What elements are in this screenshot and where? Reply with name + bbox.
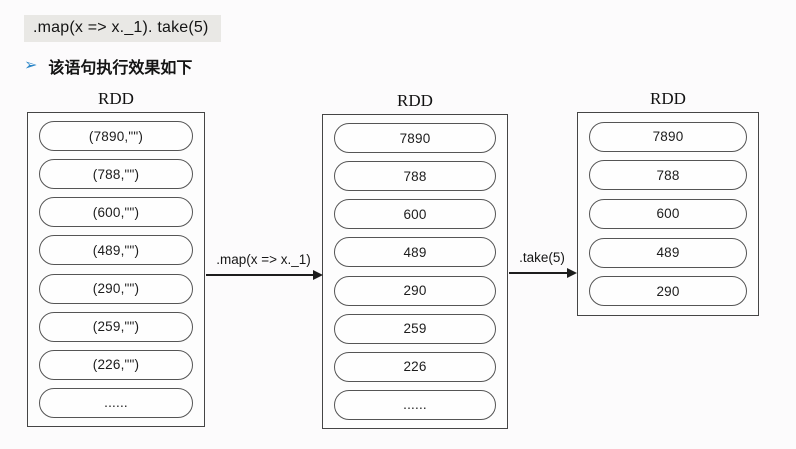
arrow-shaft	[206, 269, 323, 280]
rdd-item: 788	[334, 161, 496, 192]
bullet-text: 该语句执行效果如下	[48, 60, 193, 77]
rdd-item: (259,"")	[39, 311, 193, 342]
rdd-title: RDD	[397, 91, 433, 110]
rdd-box: (7890,"") (788,"") (600,"") (489,"") (290,""…	[27, 112, 205, 427]
rdd-box: 7890 788 600 489 290	[577, 112, 759, 316]
map-arrow: .map(x => x._1)	[206, 251, 323, 280]
rdd-group-mapped: RDD 7890 788 600 489 290 259 226......	[322, 91, 508, 429]
rdd-item: 489	[334, 237, 496, 268]
rdd-item: 788	[589, 160, 747, 191]
rdd-item: 7890	[334, 123, 496, 154]
rdd-item: 290	[334, 275, 496, 306]
rdd-item: 489	[589, 237, 747, 268]
rdd-item: (489,"")	[39, 235, 193, 266]
rdd-item: 290	[589, 276, 747, 307]
rdd-item: 259	[334, 313, 496, 344]
rdd-box: 7890 788 600 489 290 259 226......	[322, 114, 508, 429]
rdd-item: ......	[334, 389, 496, 420]
arrowhead-right-icon	[567, 267, 577, 278]
rdd-group-source: RDD (7890,"") (788,"") (600,"") (489,"") (29…	[27, 89, 205, 427]
rdd-item: 226	[334, 351, 496, 382]
take-arrow: .take(5)	[509, 249, 577, 278]
map-arrow-label: .map(x => x._1)	[216, 252, 311, 267]
rdd-item: 600	[589, 198, 747, 229]
rdd-item: (788,"")	[39, 159, 193, 190]
arrow-shaft	[509, 267, 577, 278]
rdd-item: 600	[334, 199, 496, 230]
rdd-item: 7890	[589, 121, 747, 152]
take-arrow-label: .take(5)	[519, 250, 565, 265]
rdd-title: RDD	[650, 89, 686, 108]
rdd-item: ......	[39, 387, 193, 418]
code-snippet: .map(x => x._1). take(5)	[24, 15, 221, 42]
rdd-item: (290,"")	[39, 273, 193, 304]
rdd-item: (226,"")	[39, 349, 193, 380]
rdd-group-taken: RDD 7890 788 600 489 290	[577, 89, 759, 316]
arrow-bullet-icon: ➢	[24, 57, 38, 74]
rdd-item: (600,"")	[39, 197, 193, 228]
bullet-line: ➢ 该语句执行效果如下	[24, 54, 192, 78]
arrowhead-right-icon	[313, 269, 323, 280]
rdd-title: RDD	[98, 89, 134, 108]
rdd-item: (7890,"")	[39, 121, 193, 152]
